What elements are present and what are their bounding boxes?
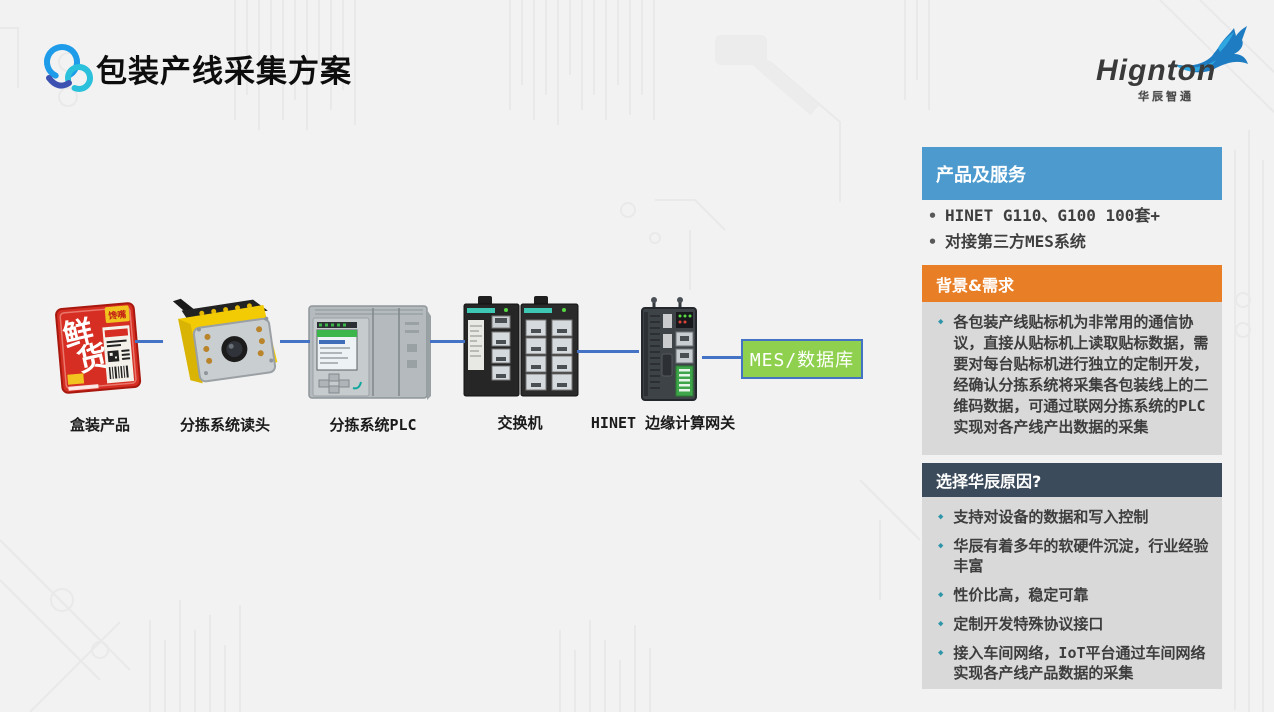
diamond-bullet-icon: ◆ <box>938 317 944 327</box>
diamond-bullet-icon: ◆ <box>938 648 944 658</box>
section-title: 选择华辰原因? <box>936 472 1042 491</box>
list-item: ◆ 接入车间网络，IoT平台通过车间网络实现各产线产品数据的采集 <box>932 643 1214 683</box>
reasons-content-box: ◆ 支持对设备的数据和写入控制 ◆ 华辰有着多年的软硬件沉淀，行业经验丰富 ◆ … <box>922 497 1222 689</box>
list-item-text: 支持对设备的数据和写入控制 <box>953 508 1149 526</box>
cloud-logo-icon <box>44 44 93 92</box>
diamond-bullet-icon: ◆ <box>938 512 944 522</box>
page-title: 包装产线采集方案 <box>96 54 352 90</box>
label-sorting-plc: 分拣系统PLC <box>329 416 417 434</box>
list-item: • HINET G110、G100 100套+ <box>928 205 1222 227</box>
sorting-reader-image <box>172 298 278 384</box>
connector-line <box>702 356 742 359</box>
list-item: ◆ 性价比高，稳定可靠 <box>932 585 1214 605</box>
mes-database-box: MES/数据库 <box>741 339 863 379</box>
list-item: ◆ 各包装产线贴标机为非常用的通信协议，直接从贴标机上读取贴标数据，需要对每台贴… <box>932 312 1214 438</box>
list-item: ◆ 支持对设备的数据和写入控制 <box>932 507 1214 527</box>
label-edge-gateway: HINET 边缘计算网关 <box>590 414 736 432</box>
section-title: 产品及服务 <box>936 164 1026 186</box>
boxed-product-image: 馋嘴 鲜 货 <box>55 302 142 394</box>
connector-line <box>135 340 163 343</box>
list-item-text: 接入车间网络，IoT平台通过车间网络实现各产线产品数据的采集 <box>953 644 1206 682</box>
connector-line <box>577 350 639 353</box>
background-content-box: ◆ 各包装产线贴标机为非常用的通信协议，直接从贴标机上读取贴标数据，需要对每台贴… <box>922 302 1222 455</box>
label-boxed-product: 盒装产品 <box>69 416 130 434</box>
list-item-text: 对接第三方MES系统 <box>945 232 1086 251</box>
list-item-text: 各包装产线贴标机为非常用的通信协议，直接从贴标机上读取贴标数据，需要对每台贴标机… <box>953 313 1209 436</box>
list-item: • 对接第三方MES系统 <box>928 231 1222 253</box>
connector-line <box>280 340 310 343</box>
bullet-icon: • <box>928 207 938 225</box>
diamond-bullet-icon: ◆ <box>938 590 944 600</box>
list-item: ◆ 定制开发特殊协议接口 <box>932 614 1214 634</box>
label-switch: 交换机 <box>497 414 543 432</box>
brand-logo: Hignton 华辰智通 <box>1088 26 1248 104</box>
list-item-text: 定制开发特殊协议接口 <box>953 615 1104 633</box>
antelope-icon <box>1174 26 1248 73</box>
products-list: • HINET G110、G100 100套+ • 对接第三方MES系统 <box>922 203 1222 257</box>
list-item-text: 性价比高，稳定可靠 <box>953 586 1089 604</box>
product-calligraphy-1: 鲜 <box>60 315 97 354</box>
product-badge-text: 馋嘴 <box>107 308 127 322</box>
list-item: ◆ 华辰有着多年的软硬件沉淀，行业经验丰富 <box>932 536 1214 576</box>
section-header-reasons: 选择华辰原因? <box>922 463 1222 497</box>
brand-name: Hignton <box>1096 54 1217 87</box>
section-title: 背景&需求 <box>936 275 1014 295</box>
section-header-products: 产品及服务 <box>922 147 1222 200</box>
list-item-text: 华辰有着多年的软硬件沉淀，行业经验丰富 <box>953 537 1209 575</box>
edge-gateway-image <box>641 297 697 401</box>
bullet-icon: • <box>928 233 938 251</box>
label-sorting-reader: 分拣系统读头 <box>179 416 270 434</box>
plc-image <box>308 305 431 400</box>
brand-tagline: 华辰智通 <box>1138 90 1194 103</box>
network-switch-image <box>463 296 579 397</box>
connector-line <box>430 340 465 343</box>
section-header-background: 背景&需求 <box>922 265 1222 302</box>
diamond-bullet-icon: ◆ <box>938 619 944 629</box>
diamond-bullet-icon: ◆ <box>938 541 944 551</box>
list-item-text: HINET G110、G100 100套+ <box>945 206 1161 225</box>
